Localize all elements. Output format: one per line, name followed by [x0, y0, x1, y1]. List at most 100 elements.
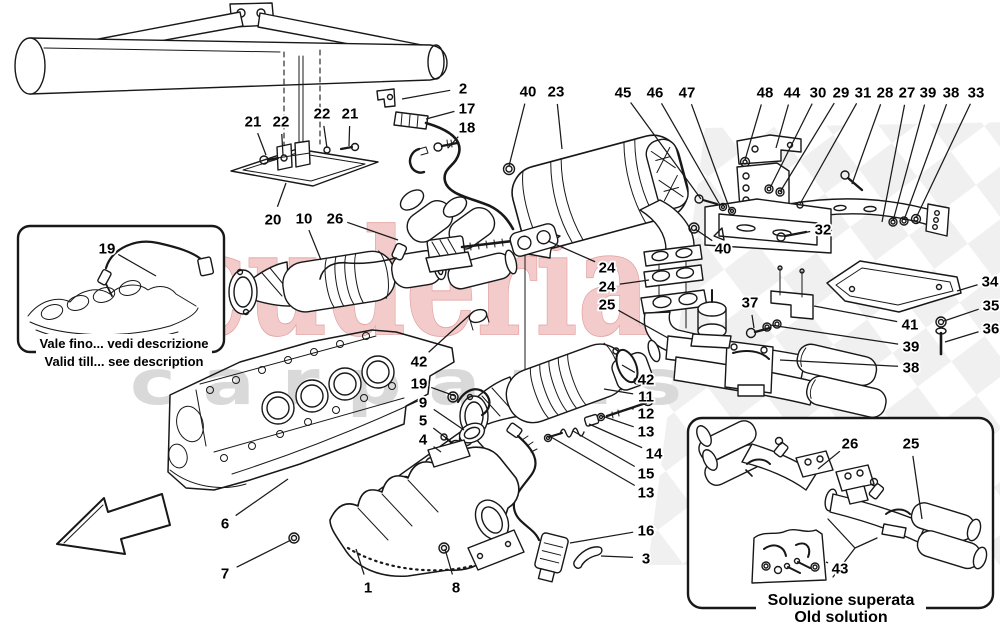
callout-45: 45	[615, 84, 632, 101]
callout-20: 20	[265, 211, 282, 228]
leader-line-22	[323, 125, 328, 149]
old-solution-caption-it: Soluzione superata	[768, 592, 915, 609]
callout-24: 24	[599, 259, 616, 276]
old-solution-caption-en: Old solution	[794, 609, 887, 625]
leader-line-17	[425, 110, 455, 120]
leader-line-25	[618, 309, 669, 339]
callout-40: 40	[520, 83, 537, 100]
leader-line-40	[694, 228, 713, 242]
leader-line-45	[630, 102, 702, 200]
callout-7: 7	[221, 565, 229, 582]
oxygen-sensor	[506, 422, 603, 583]
leader-line-13	[601, 415, 634, 428]
leader-line-7	[236, 539, 292, 568]
leader-line-8	[444, 548, 453, 575]
callout-19: 19	[411, 375, 428, 392]
callout-8: 8	[452, 579, 460, 596]
callout-25: 25	[599, 296, 616, 313]
leader-line-2	[401, 89, 451, 100]
leader-line-5	[432, 427, 451, 442]
leader-line-48	[744, 104, 762, 161]
callout-35: 35	[983, 297, 1000, 314]
callout-2: 2	[459, 80, 467, 97]
callout-32: 32	[815, 221, 832, 238]
callout-21: 21	[245, 113, 262, 130]
leader-line-40	[508, 103, 526, 167]
callout-36: 36	[983, 320, 1000, 337]
validity-box: Vale fino... vedi descrizione Valid till…	[16, 224, 226, 369]
leader-line-25	[912, 455, 923, 520]
callout-22: 22	[314, 105, 331, 122]
leader-line-32	[791, 230, 811, 236]
tailpipe-tips-clamp	[319, 189, 532, 331]
leader-line-10	[308, 229, 322, 261]
leader-line-14	[588, 423, 643, 449]
leader-line-43	[825, 561, 829, 564]
callout-43: 43	[832, 560, 849, 577]
callout-25: 25	[903, 435, 920, 452]
leader-line-18	[447, 136, 459, 149]
leader-line-24	[619, 279, 650, 285]
callout-46: 46	[647, 84, 664, 101]
leader-line-19	[117, 253, 157, 277]
leader-line-35	[943, 308, 979, 322]
validity-caption-en: Valid till... see description	[45, 354, 204, 369]
callout-26: 26	[842, 435, 859, 452]
callout-47: 47	[679, 84, 696, 101]
leader-line-44	[775, 104, 790, 149]
chassis-crossmember	[14, 2, 448, 151]
leader-line-20	[276, 182, 287, 207]
callout-30: 30	[810, 84, 827, 101]
callout-48: 48	[757, 84, 774, 101]
callout-3: 3	[642, 550, 650, 567]
callout-22: 22	[273, 113, 290, 130]
callout-15: 15	[638, 465, 655, 482]
callout-21: 21	[342, 105, 359, 122]
leader-line-19	[431, 386, 456, 397]
callout-13: 13	[638, 484, 655, 501]
leader-line-30	[769, 103, 813, 189]
leader-line-21	[348, 125, 351, 147]
leader-line-42	[621, 364, 636, 373]
callout-16: 16	[638, 522, 655, 539]
leader-line-15	[572, 430, 636, 468]
callout-4: 4	[419, 431, 428, 448]
leader-line-12	[629, 407, 634, 410]
leader-line-9	[433, 408, 465, 431]
leader-line-46	[660, 102, 721, 206]
leader-line-26	[817, 450, 841, 470]
leader-line-3	[600, 555, 634, 559]
leader-line-13	[550, 436, 636, 487]
direction-arrow	[56, 493, 171, 555]
callout-24: 24	[599, 278, 616, 295]
leader-line-11	[603, 388, 634, 395]
leader-line-24	[547, 240, 596, 263]
exhaust-manifold	[288, 446, 525, 578]
callout-19: 19	[99, 240, 116, 257]
callout-12: 12	[638, 405, 655, 422]
leader-line-1	[355, 548, 365, 575]
callout-13: 13	[638, 423, 655, 440]
leader-line-39	[892, 104, 926, 222]
callout-14: 14	[646, 445, 663, 462]
leader-line-36	[944, 331, 979, 343]
callout-9: 9	[419, 394, 427, 411]
gaskets-and-flange	[509, 223, 708, 315]
callout-23: 23	[548, 83, 565, 100]
leader-line-41	[813, 305, 898, 323]
leader-line-22	[281, 133, 284, 156]
old-solution-box: Soluzione superata Old solution	[686, 416, 995, 625]
leader-line-38	[779, 359, 899, 367]
callout-31: 31	[855, 84, 872, 101]
callout-42: 42	[411, 353, 428, 370]
leader-line-33	[915, 103, 971, 219]
callout-27: 27	[899, 84, 916, 101]
leader-line-28	[851, 104, 882, 185]
leader-line-16	[569, 531, 634, 544]
leader-line-39	[769, 324, 899, 345]
callout-44: 44	[784, 84, 801, 101]
callout-1: 1	[364, 579, 372, 596]
callout-11: 11	[638, 388, 654, 405]
